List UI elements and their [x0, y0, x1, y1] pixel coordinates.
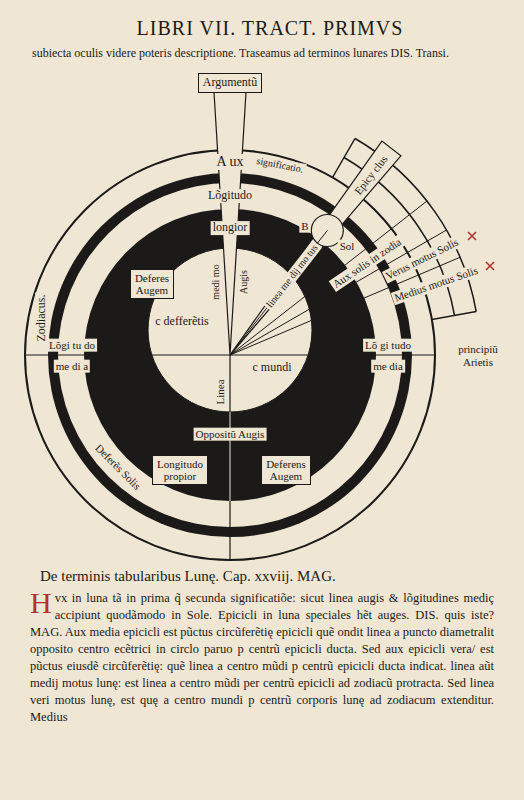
ring-label: Lõgitudo — [206, 189, 254, 203]
aux-label: A ux — [215, 154, 246, 170]
box-text: Deferens Augem — [266, 458, 306, 482]
subtitle-text: subiecta oculis videre poteris descripti… — [32, 46, 492, 60]
deferent-box: Deferens Augem — [261, 455, 311, 485]
deferent-box: Deferes Augem — [130, 269, 174, 299]
center-label: c mundi — [251, 361, 294, 375]
point-label: B — [299, 220, 310, 233]
chapter-heading: De terminis tabularibus Lunę. Cap. xxvii… — [40, 568, 336, 585]
distance-box: Longitudo propior — [152, 455, 208, 485]
vertical-line — [229, 355, 230, 560]
page-title: LIBRI VII. TRACT. PRIMVS — [137, 17, 404, 40]
body-text: Hvx in luna tã in prima q̃ secunda signi… — [30, 590, 494, 726]
line-label: Augis — [238, 268, 250, 296]
line-label: medi mo — [210, 262, 222, 301]
box-text: Deferes Augem — [135, 272, 169, 296]
sun-label: Sol — [338, 240, 357, 253]
line-label: Linea — [214, 377, 227, 406]
vertical-line-light — [230, 412, 231, 501]
ring-label: Lõgi tu do — [47, 339, 97, 352]
center-label: c defferẽtis — [153, 315, 210, 329]
argument-box: Argumentũ — [198, 73, 262, 92]
epicycle-line — [230, 231, 327, 356]
ring-label: me di a — [54, 360, 90, 373]
box-text: Argumentũ — [203, 76, 257, 89]
ring-label: Lõ gi tudo — [363, 339, 413, 352]
ring-label: me dia — [371, 360, 405, 373]
ring-label: Oppositũ Augis — [194, 428, 267, 441]
ring-label: longior — [211, 221, 250, 235]
motion-rays — [230, 201, 460, 355]
epicycle-pointer — [230, 141, 401, 355]
aries-label: principiũ Arietis — [445, 343, 511, 368]
box-text: Longitudo propior — [157, 458, 203, 482]
zodiac-label: Zodiacus. — [35, 293, 49, 344]
